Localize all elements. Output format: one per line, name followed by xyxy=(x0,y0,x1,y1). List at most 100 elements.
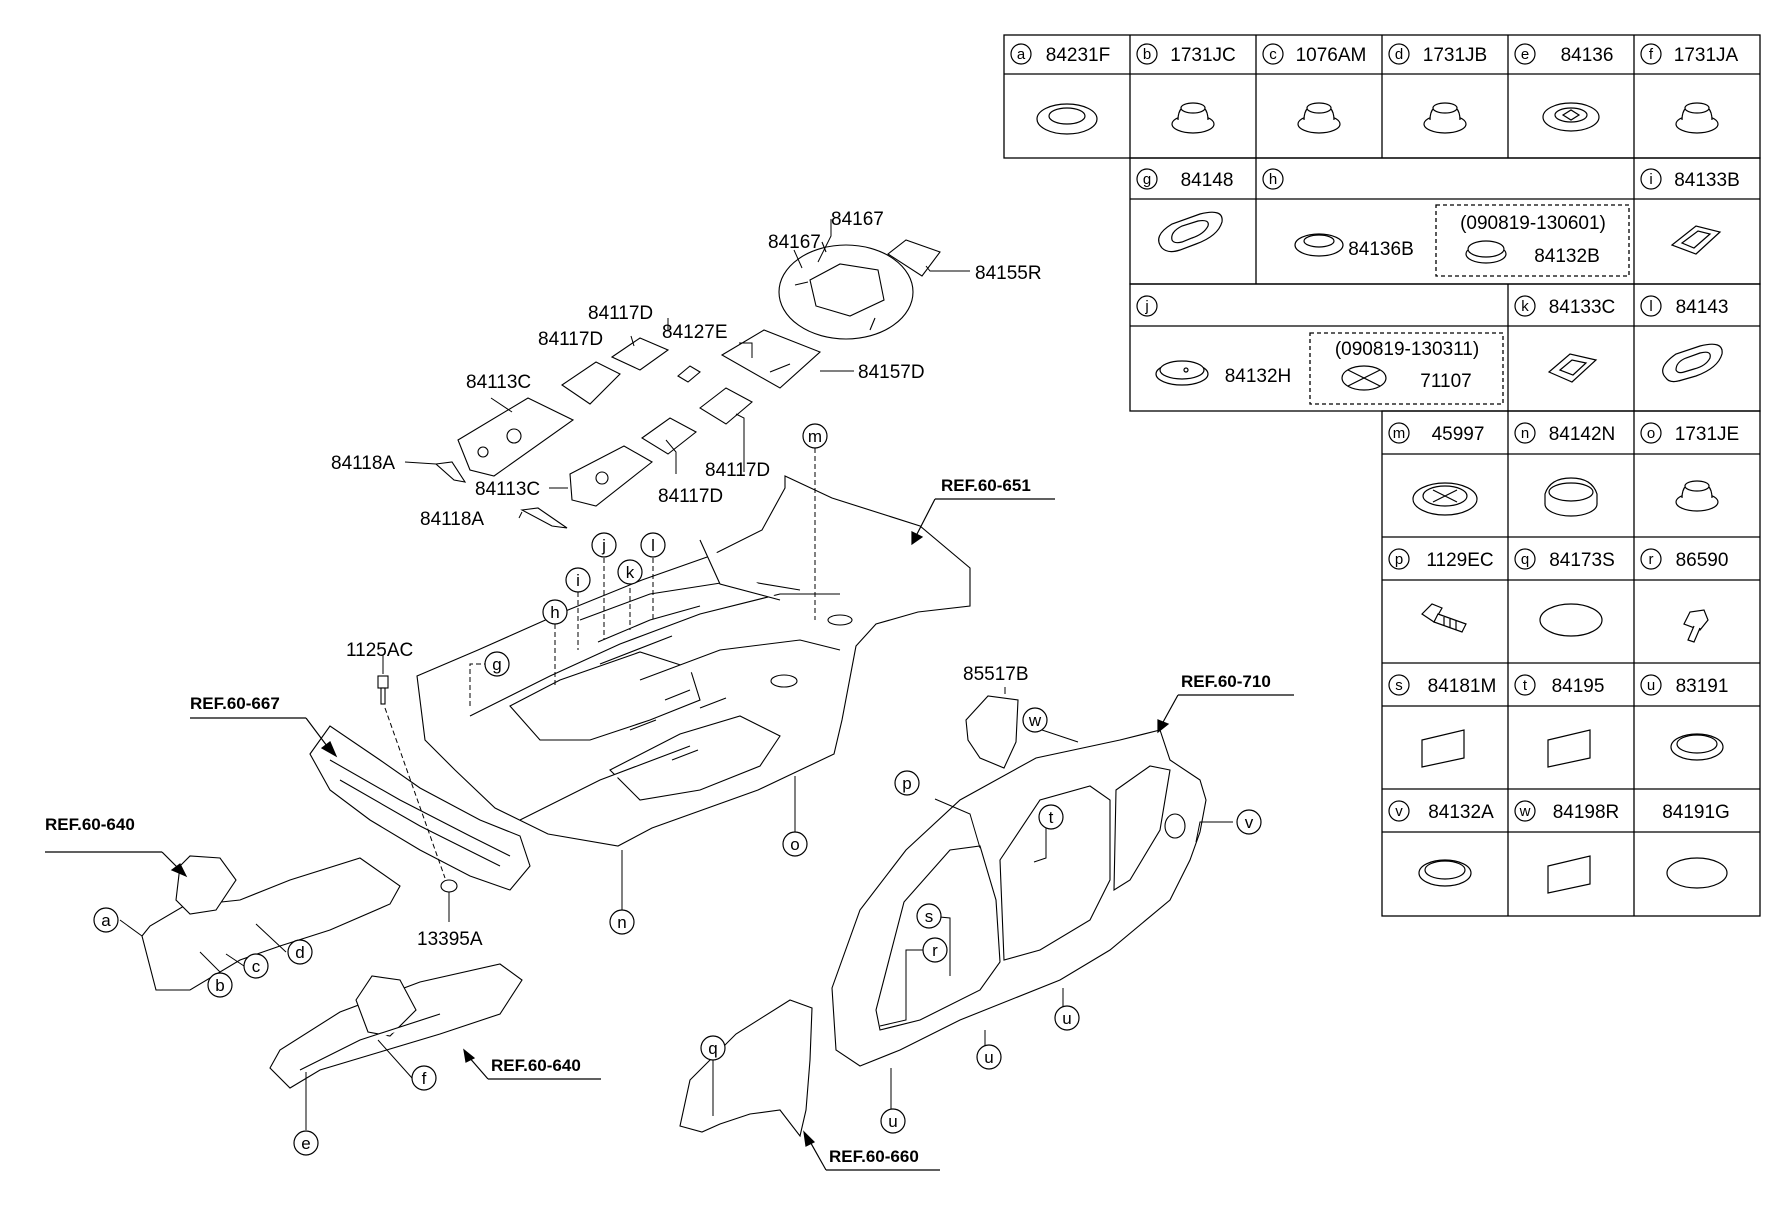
callout-h: h xyxy=(550,603,559,622)
plug-84132A-icon xyxy=(1418,859,1472,887)
label-85517B: 85517B xyxy=(963,664,1029,685)
pad-84181M-icon xyxy=(1421,729,1465,768)
clip-86590-icon xyxy=(1683,609,1709,643)
callout-f: f xyxy=(422,1069,427,1088)
pad-84117D-b xyxy=(561,361,621,405)
cell-code-j-left: 84132H xyxy=(1225,366,1292,387)
nut-13395A-icon xyxy=(440,879,458,893)
label-84155R: 84155R xyxy=(975,263,1042,284)
cell-letter-l: l xyxy=(1649,298,1652,315)
callout-a: a xyxy=(101,911,111,930)
cell-code-g: 84148 xyxy=(1181,170,1234,191)
cell-letter-n: n xyxy=(1521,425,1529,442)
plug-1731JA-icon xyxy=(1675,102,1719,134)
plug-83191-icon xyxy=(1670,733,1724,761)
pad-84113C-b xyxy=(569,445,653,507)
cell-code-k: 84133C xyxy=(1549,297,1616,318)
side-outer-panel xyxy=(831,729,1207,1067)
cell-code-m: 45997 xyxy=(1432,424,1485,445)
cell-code-p: 1129EC xyxy=(1426,550,1493,571)
ref-60-651[interactable]: REF.60-651 xyxy=(941,476,1031,495)
cell-code-l: 84143 xyxy=(1676,297,1729,318)
cell-code-84191G: 84191G xyxy=(1662,802,1730,823)
cell-code-q: 84173S xyxy=(1549,550,1615,571)
ref-60-667[interactable]: REF.60-667 xyxy=(190,694,280,713)
callout-letters: a b c d e f g h i j k l m n o p q r s t … xyxy=(101,427,1253,1153)
cell-letter-k: k xyxy=(1521,298,1529,315)
plug-84143-icon xyxy=(1662,343,1723,383)
label-84113C-b: 84113C xyxy=(475,479,540,500)
callout-l: l xyxy=(651,536,655,555)
cell-code-t: 84195 xyxy=(1552,676,1605,697)
label-84127E: 84127E xyxy=(662,322,728,343)
table-letter-circles xyxy=(1010,43,1662,822)
label-84157D: 84157D xyxy=(858,362,925,383)
panel-85517B xyxy=(965,695,1019,769)
callout-i: i xyxy=(576,571,580,590)
ref-60-640-bottom[interactable]: REF.60-640 xyxy=(491,1056,581,1075)
cell-code-e: 84136 xyxy=(1561,45,1614,66)
label-84118A-b: 84118A xyxy=(420,509,484,530)
cell-code-r: 86590 xyxy=(1676,550,1729,571)
callout-t: t xyxy=(1049,808,1054,827)
plug-84142N-icon xyxy=(1544,477,1598,517)
callout-u-3: u xyxy=(888,1112,897,1131)
cell-code-i: 84133B xyxy=(1674,170,1740,191)
plug-84133B-icon xyxy=(1670,225,1722,255)
label-1125AC: 1125AC xyxy=(346,640,413,661)
cell-letter-v: v xyxy=(1395,803,1403,820)
plug-84136-icon xyxy=(1542,102,1600,132)
cell-letter-e: e xyxy=(1521,46,1529,63)
cell-letter-t: t xyxy=(1523,677,1528,694)
pad-84117D-a xyxy=(610,337,670,371)
pad-84173S-icon xyxy=(1539,603,1603,637)
floor-panel-assembly xyxy=(416,475,971,847)
cell-code-c: 1076AM xyxy=(1296,45,1367,66)
callout-u-2: u xyxy=(984,1048,993,1067)
cell-code-v: 84132A xyxy=(1428,802,1494,823)
cell-code-n: 84142N xyxy=(1549,424,1616,445)
plug-84133C-icon xyxy=(1547,353,1598,383)
label-84167-a: 84167 xyxy=(831,209,884,230)
pad-84113C-a xyxy=(457,397,575,477)
label-84167-b: 84167 xyxy=(768,232,821,253)
label-84118A-a: 84118A xyxy=(331,453,395,474)
plug-1731JE-icon xyxy=(1675,480,1719,512)
label-84113C-a: 84113C xyxy=(466,372,531,393)
callout-b: b xyxy=(215,976,224,995)
ref-labels: REF.60-651 REF.60-667 REF.60-640 REF.60-… xyxy=(45,476,1271,1166)
callout-s: s xyxy=(925,907,934,926)
callout-u-1: u xyxy=(1062,1009,1071,1028)
ref-60-640-top[interactable]: REF.60-640 xyxy=(45,815,135,834)
callout-o: o xyxy=(790,835,799,854)
cell-code-h-right: 84132B xyxy=(1534,246,1600,267)
cell-letter-m: m xyxy=(1393,425,1406,442)
plug-1731JC-icon xyxy=(1171,102,1215,134)
plug-1731JB-icon xyxy=(1423,102,1467,134)
cell-code-b: 1731JC xyxy=(1170,45,1236,66)
plug-84132B-icon xyxy=(1465,240,1507,264)
cell-letter-s: s xyxy=(1395,677,1403,694)
cell-letter-o: o xyxy=(1647,425,1655,442)
bolt-1125AC-icon xyxy=(377,675,389,705)
cell-letter-r: r xyxy=(1649,551,1654,568)
part-number-labels: 84167 84167 84155R 84117D 84117D 84127E … xyxy=(331,209,1042,950)
ref-60-660[interactable]: REF.60-660 xyxy=(829,1147,919,1166)
cell-code-u: 83191 xyxy=(1676,676,1729,697)
pad-84195-icon xyxy=(1547,729,1591,768)
ref-60-710[interactable]: REF.60-710 xyxy=(1181,672,1271,691)
cell-date-j: (090819-130311) xyxy=(1335,339,1479,360)
cell-letter-d: d xyxy=(1395,46,1403,63)
cell-code-f: 1731JA xyxy=(1674,45,1739,66)
label-84117D-b: 84117D xyxy=(538,329,603,350)
front-fender xyxy=(679,999,813,1138)
callout-e: e xyxy=(301,1134,310,1153)
cell-letter-c: c xyxy=(1269,46,1277,63)
fasteners xyxy=(377,675,458,893)
callout-v: v xyxy=(1245,813,1254,832)
insulation-pads xyxy=(434,239,941,529)
plug-84132H-icon xyxy=(1155,360,1209,386)
cell-letter-u: u xyxy=(1647,677,1655,694)
